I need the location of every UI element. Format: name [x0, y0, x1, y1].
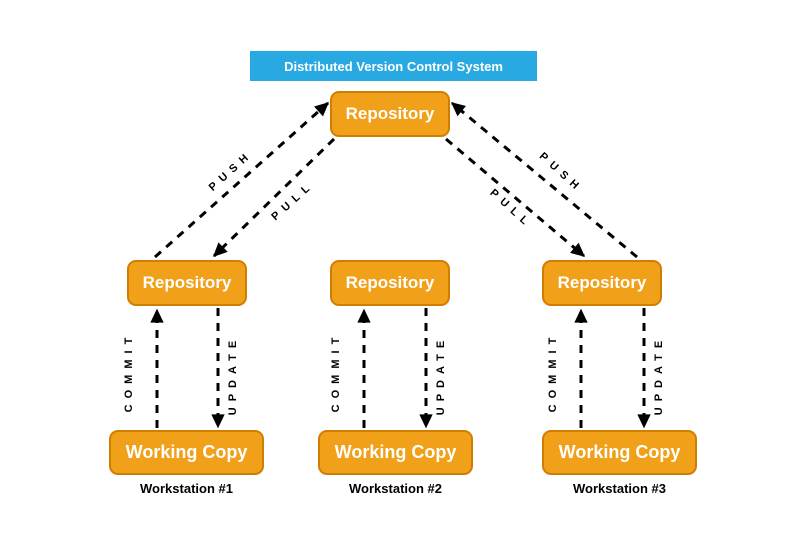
commit-label-2: COMMIT [330, 331, 342, 413]
central-repository-node: Repository [330, 91, 450, 137]
update-label-2: UPDATE [435, 334, 447, 416]
commit-label-1: COMMIT [123, 331, 135, 413]
commit-label-3: COMMIT [547, 331, 559, 413]
update-label-3: UPDATE [653, 334, 665, 416]
working-copy-node-2: Working Copy [318, 430, 473, 475]
workstation-caption-2: Workstation #2 [349, 481, 442, 496]
workstation-caption-3: Workstation #3 [573, 481, 666, 496]
repository-node-1: Repository [127, 260, 247, 306]
push-arrow-right [450, 101, 638, 259]
update-label-1: UPDATE [227, 334, 239, 416]
repository-node-2: Repository [330, 260, 450, 306]
push-arrow-left [154, 101, 329, 259]
pull-arrow-left [212, 137, 336, 258]
title-banner: Distributed Version Control System [250, 51, 537, 81]
repository-node-3: Repository [542, 260, 662, 306]
working-copy-node-3: Working Copy [542, 430, 697, 475]
workstation-caption-1: Workstation #1 [140, 481, 233, 496]
pull-arrow-right [445, 137, 586, 258]
working-copy-node-1: Working Copy [109, 430, 264, 475]
